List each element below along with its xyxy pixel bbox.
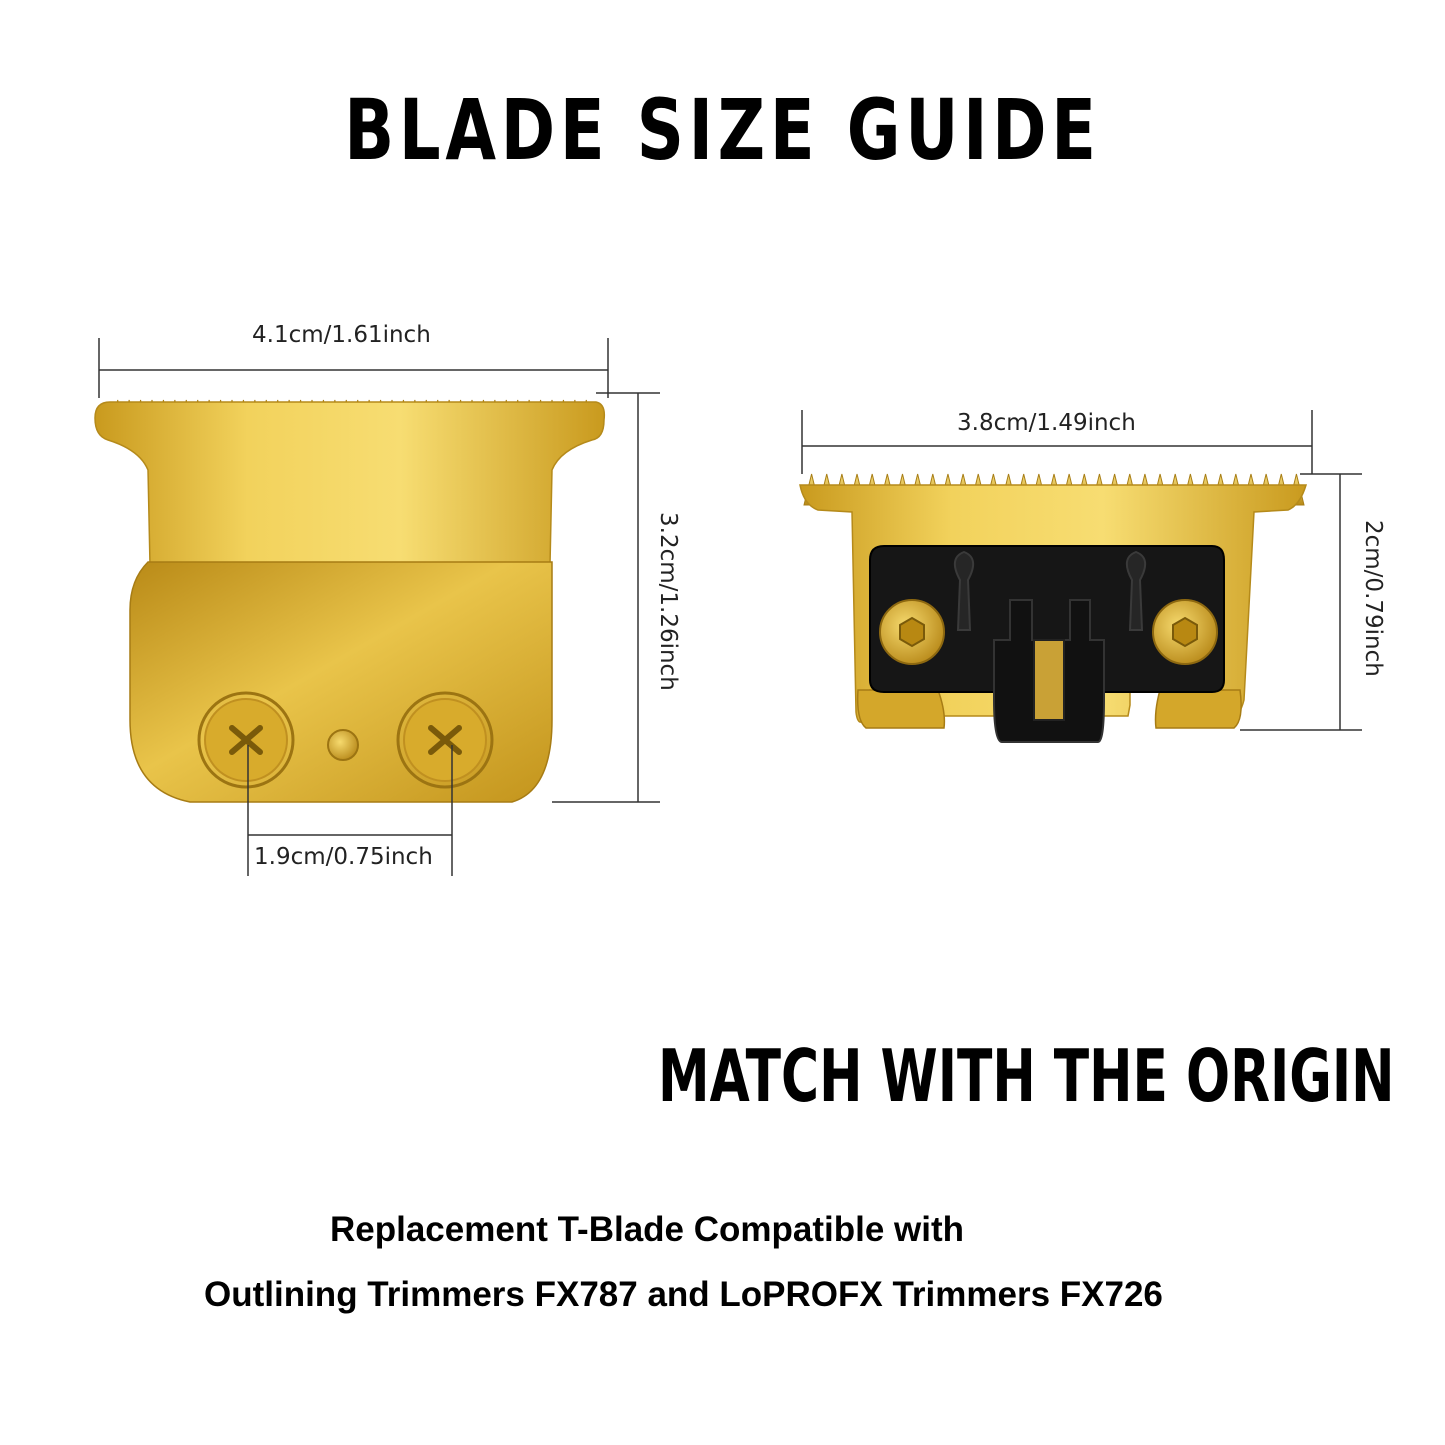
- right-height-dimension: [1240, 473, 1362, 731]
- left-hole-spacing-dimension: [247, 745, 453, 876]
- left-width-label: 4.1cm/1.61inch: [252, 322, 431, 348]
- right-blade-foot-right: [1154, 689, 1242, 729]
- left-hole-spacing-label: 1.9cm/0.75inch: [254, 844, 433, 870]
- left-height-dimension: [552, 392, 660, 803]
- right-blade-keyhole-right: [1125, 550, 1147, 631]
- left-blade-screw-right: [396, 691, 494, 789]
- left-blade-screw-left: [197, 691, 295, 789]
- right-blade-keyhole-left: [953, 550, 975, 631]
- left-width-dimension: [98, 338, 609, 398]
- right-blade-lever-slot: [1033, 639, 1065, 721]
- page-title: BLADE SIZE GUIDE: [344, 81, 1101, 179]
- left-blade-center-pin: [327, 729, 359, 761]
- left-blade-top-plate: [94, 401, 606, 566]
- right-blade: [799, 473, 1308, 743]
- right-blade-foot-left: [856, 689, 946, 729]
- right-blade-screw-right: [1152, 599, 1218, 665]
- subtitle-line-1: Replacement T-Blade Compatible with: [330, 1210, 964, 1249]
- right-width-label: 3.8cm/1.49inch: [957, 410, 1136, 436]
- right-blade-screw-left: [879, 599, 945, 665]
- left-blade-bottom-plate: [129, 561, 553, 803]
- right-height-label: 2cm/0.79inch: [1360, 520, 1386, 677]
- subtitle-line-2: Outlining Trimmers FX787 and LoPROFX Tri…: [204, 1275, 1163, 1314]
- right-width-dimension: [801, 410, 1313, 474]
- left-height-label: 3.2cm/1.26inch: [655, 512, 681, 691]
- left-blade: [94, 399, 606, 803]
- match-title: MATCH WITH THE ORIGIN: [658, 1034, 1395, 1118]
